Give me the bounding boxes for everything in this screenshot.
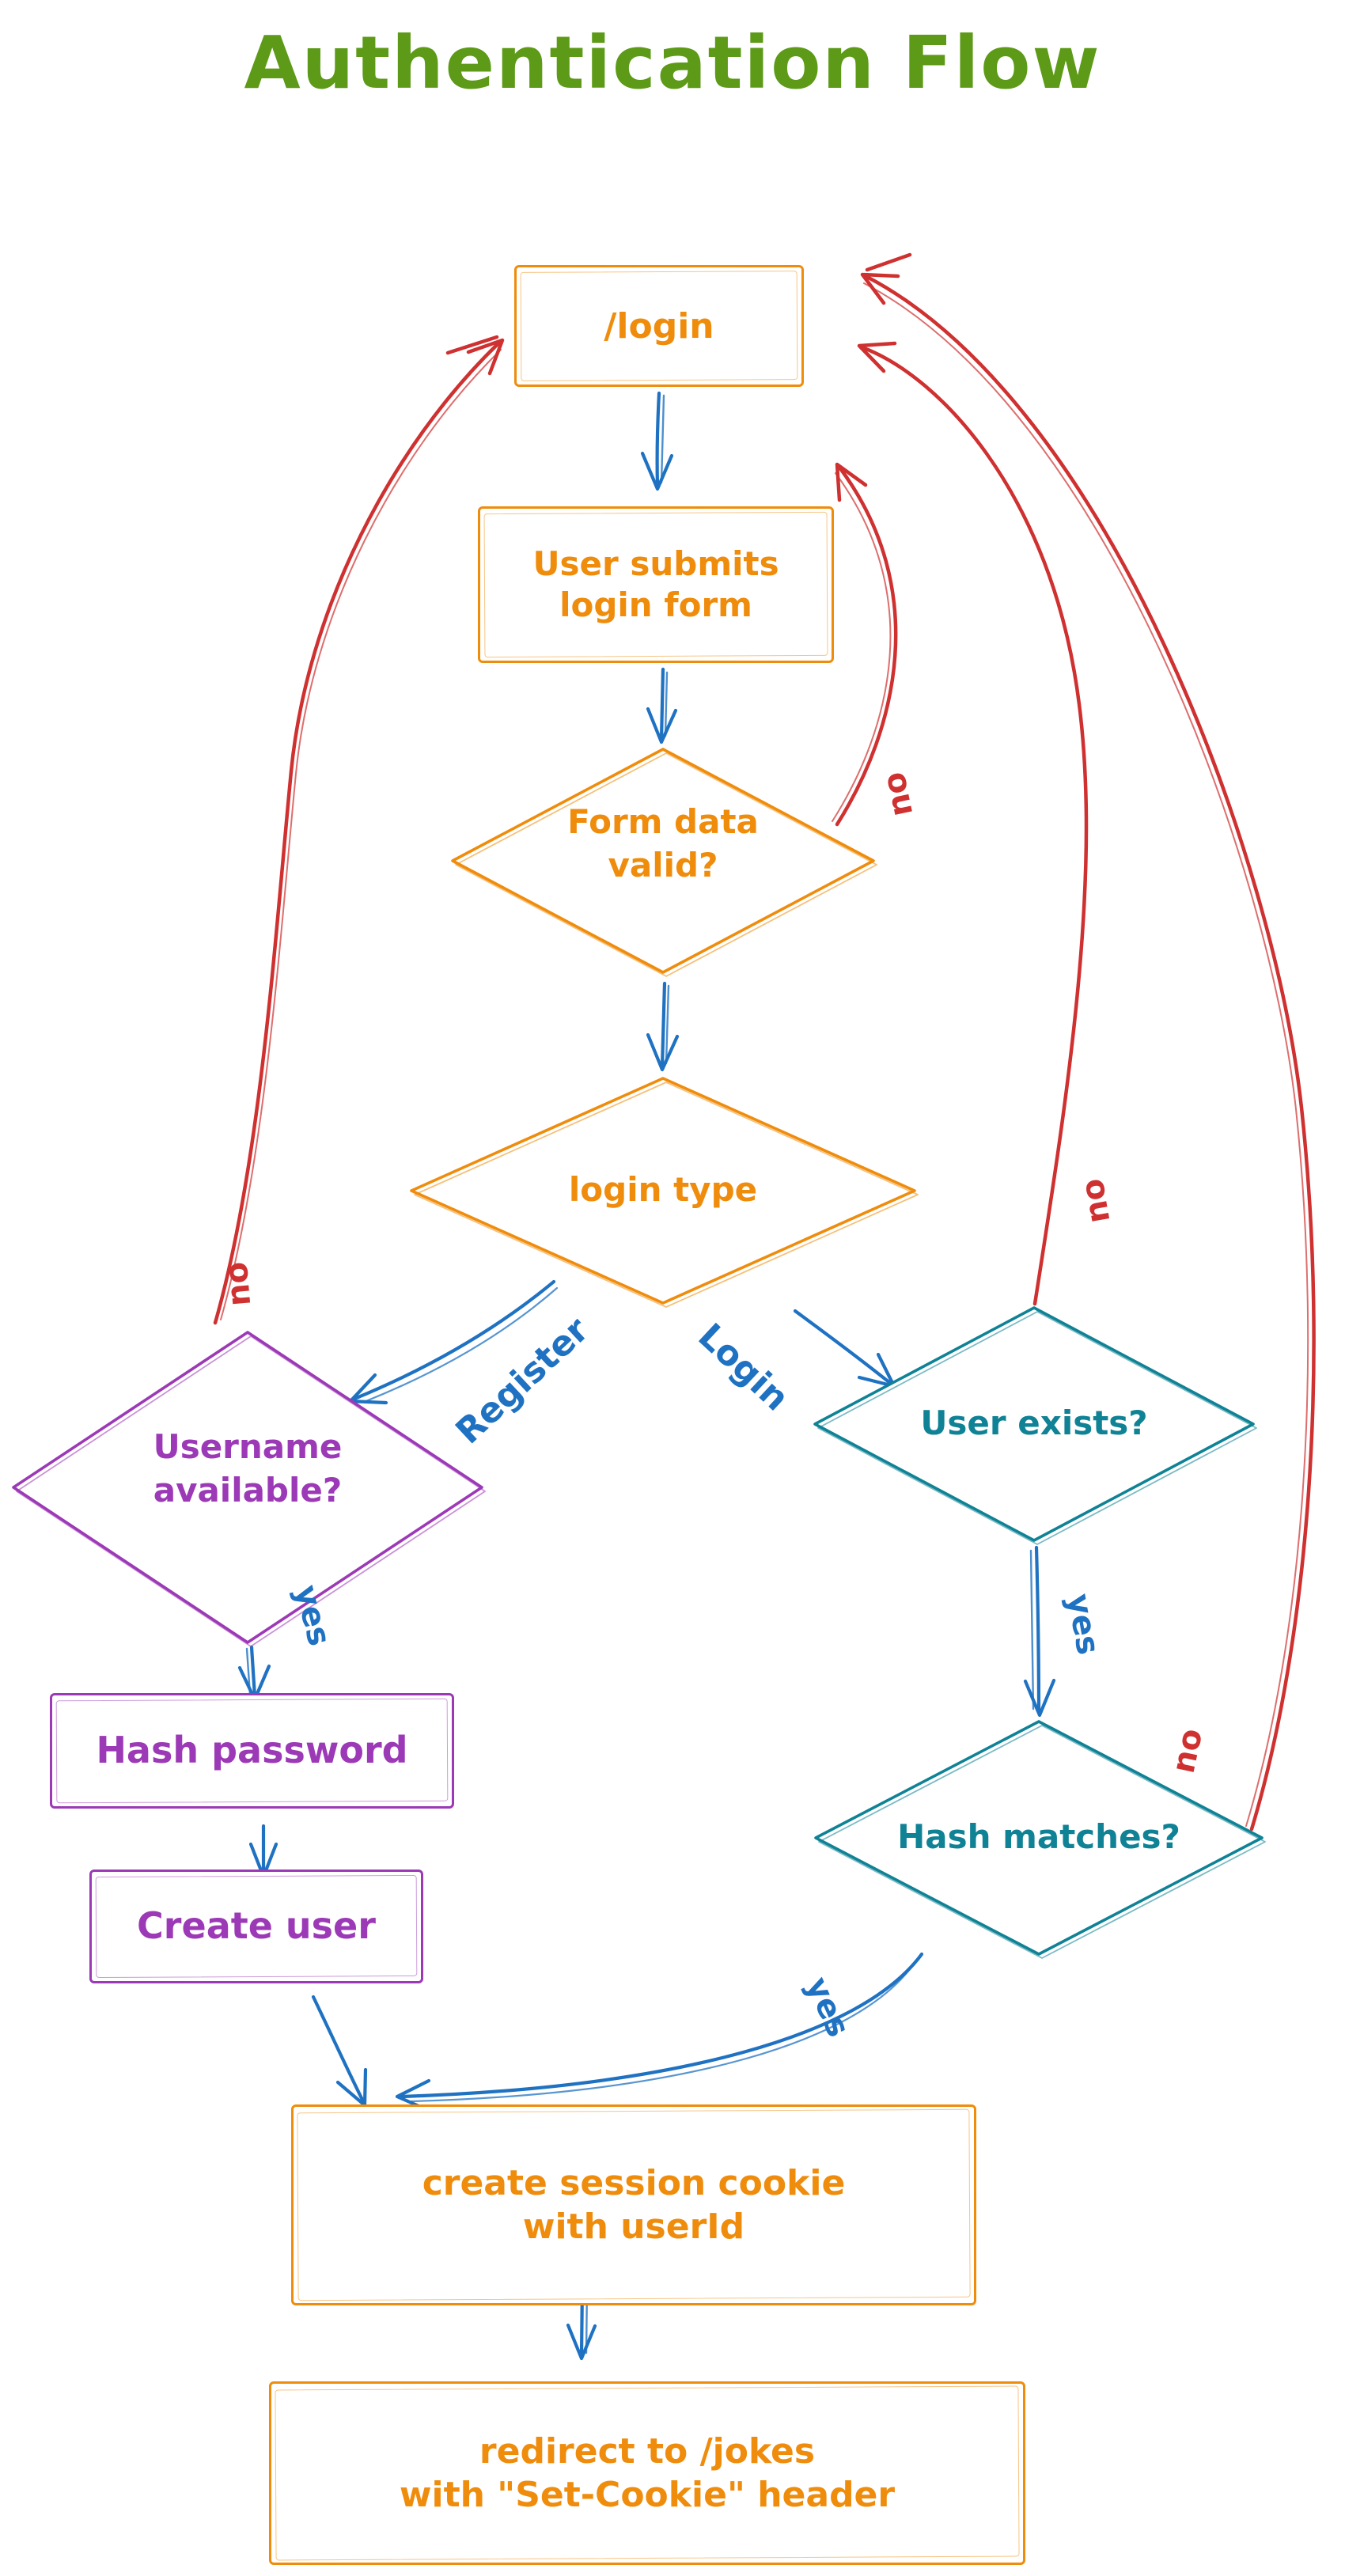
arrow-hash-matches-no bbox=[860, 252, 1316, 1832]
user-exists-diamond bbox=[813, 1306, 1257, 1545]
redirect-label: redirect to /jokes with "Set-Cookie" hea… bbox=[399, 2431, 896, 2515]
hash-password-box: Hash password bbox=[50, 1693, 454, 1809]
redirect-box: redirect to /jokes with "Set-Cookie" hea… bbox=[269, 2381, 1025, 2565]
arrow-form-valid-to-login-type bbox=[646, 981, 680, 1072]
arrow-user-exists-no bbox=[857, 341, 1089, 1306]
username-available-diamond bbox=[12, 1331, 486, 1647]
arrow-login-branch bbox=[793, 1309, 896, 1388]
username-available-label: Username available? bbox=[153, 1427, 343, 1510]
arrow-user-exists-yes bbox=[1023, 1545, 1056, 1718]
create-session-box: create session cookie with userId bbox=[291, 2104, 976, 2305]
user-submits-label: User submits login form bbox=[532, 544, 779, 625]
user-submits-box: User submits login form bbox=[478, 506, 834, 663]
login-type-diamond bbox=[410, 1077, 919, 1308]
form-valid-label: Form data valid? bbox=[567, 802, 759, 885]
arrow-form-valid-no bbox=[832, 462, 898, 827]
form-valid-diamond bbox=[451, 748, 877, 977]
create-session-label: create session cookie with userId bbox=[422, 2163, 846, 2247]
hash-password-label: Hash password bbox=[96, 1729, 408, 1772]
hash-matches-label: Hash matches? bbox=[897, 1817, 1180, 1856]
arrow-create-user-to-session bbox=[311, 1995, 368, 2108]
login-type-label: login type bbox=[568, 1170, 758, 1209]
arrow-user-submits-to-form-valid bbox=[646, 667, 678, 744]
diagram-title: Authentication Flow bbox=[244, 21, 1101, 105]
arrow-hash-matches-yes bbox=[395, 1952, 924, 2113]
arrow-register-branch bbox=[348, 1279, 559, 1405]
create-user-label: Create user bbox=[137, 1904, 376, 1948]
login-box: /login bbox=[514, 265, 804, 387]
arrow-username-yes bbox=[237, 1645, 271, 1702]
hash-matches-diamond bbox=[814, 1720, 1266, 1959]
arrow-login-to-user-submits bbox=[640, 391, 674, 491]
create-user-box: Create user bbox=[89, 1869, 423, 1983]
user-exists-label: User exists? bbox=[920, 1404, 1148, 1442]
edge-label-no-username: no bbox=[218, 1260, 259, 1308]
arrow-username-no bbox=[213, 335, 505, 1325]
login-label: /login bbox=[604, 305, 714, 347]
